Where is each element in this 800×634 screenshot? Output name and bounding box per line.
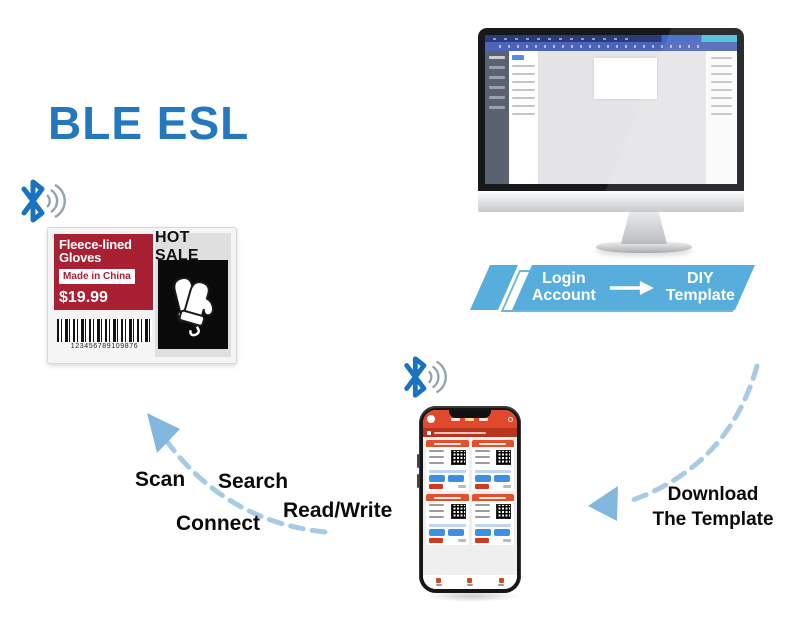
esl-price-tag: Fleece-lined Gloves Made in China $19.99… [47, 227, 237, 364]
label-card [471, 494, 514, 545]
monitor-chin [478, 191, 744, 212]
label-card [471, 440, 514, 491]
design-canvas [539, 51, 705, 184]
download-flow-arc [627, 363, 760, 504]
card-button [493, 475, 510, 482]
check-icon [427, 430, 431, 435]
card-button [429, 475, 445, 482]
monitor-stand-neck [621, 212, 667, 244]
app-tabbar [423, 575, 517, 589]
connect-flow-arrowhead [147, 413, 180, 453]
template-rectangle [594, 58, 657, 99]
card-button [448, 529, 464, 536]
app-properties-panel [509, 51, 539, 184]
label-scan: Scan [135, 468, 186, 491]
label-card [426, 440, 469, 491]
bluetooth-icon [14, 176, 68, 231]
barcode-bars [57, 319, 152, 342]
status-badge [474, 538, 489, 543]
card-button [429, 529, 445, 536]
design-software-window [485, 35, 737, 184]
monitor-screen [478, 28, 744, 191]
qr-code [450, 450, 466, 465]
phone-notch [449, 410, 491, 418]
label-search: Search [218, 470, 289, 493]
login-diy-banner: Login Account DIY Template [469, 262, 770, 316]
label-card [426, 494, 469, 545]
qr-code [496, 450, 511, 465]
card-button [474, 475, 491, 482]
card-button [474, 529, 491, 536]
app-nav-tabs [451, 417, 488, 421]
download-flow-arrowhead [588, 486, 618, 521]
card-button [448, 475, 464, 482]
app-toolbar [485, 42, 737, 51]
arrow-right-icon [609, 280, 654, 295]
label-card-grid [423, 437, 517, 575]
qr-code [450, 504, 466, 519]
esl-product-panel: Fleece-lined Gloves Made in China $19.99 [54, 234, 153, 310]
monitor-stand-base [596, 241, 692, 253]
barcode: 123456789109876 [57, 319, 152, 350]
gloves-image [158, 260, 228, 349]
smartphone [417, 406, 521, 593]
label-read-write: Read/Write [283, 499, 393, 522]
status-badge [429, 538, 443, 543]
banner-step-diy: DIY Template [665, 269, 736, 304]
product-name: Fleece-lined Gloves [59, 237, 132, 265]
label-download-template: Download The Template [652, 484, 774, 530]
app-menubar [485, 35, 737, 42]
bluetooth-icon [394, 353, 452, 406]
phone-screen [423, 410, 517, 589]
card-button [493, 529, 510, 536]
status-badge [474, 484, 489, 489]
price-text: $19.99 [59, 289, 108, 306]
app-notice-bar [423, 428, 517, 437]
tab-icon [466, 578, 473, 586]
app-logo [427, 415, 435, 423]
promo-text: HOT SALE [155, 228, 199, 264]
qr-code [496, 504, 511, 519]
origin-badge: Made in China [59, 269, 135, 284]
page-title: BLE ESL [48, 97, 250, 149]
search-icon [508, 416, 513, 422]
app-button [512, 55, 524, 60]
app-sidebar [485, 51, 509, 184]
banner-body: Login Account DIY Template [511, 265, 756, 310]
status-badge [429, 484, 443, 489]
barcode-number: 123456789109876 [70, 343, 139, 350]
app-right-panel [705, 51, 737, 184]
phone-shadow [424, 590, 519, 602]
app-header [423, 410, 517, 428]
banner-step-login: Login Account [531, 269, 596, 304]
tab-icon [498, 578, 505, 586]
desktop-monitor [478, 28, 744, 253]
connect-flow-arc [165, 440, 328, 535]
esl-promo-panel: HOT SALE [155, 228, 231, 357]
tab-icon [435, 578, 442, 586]
label-connect: Connect [176, 512, 260, 535]
